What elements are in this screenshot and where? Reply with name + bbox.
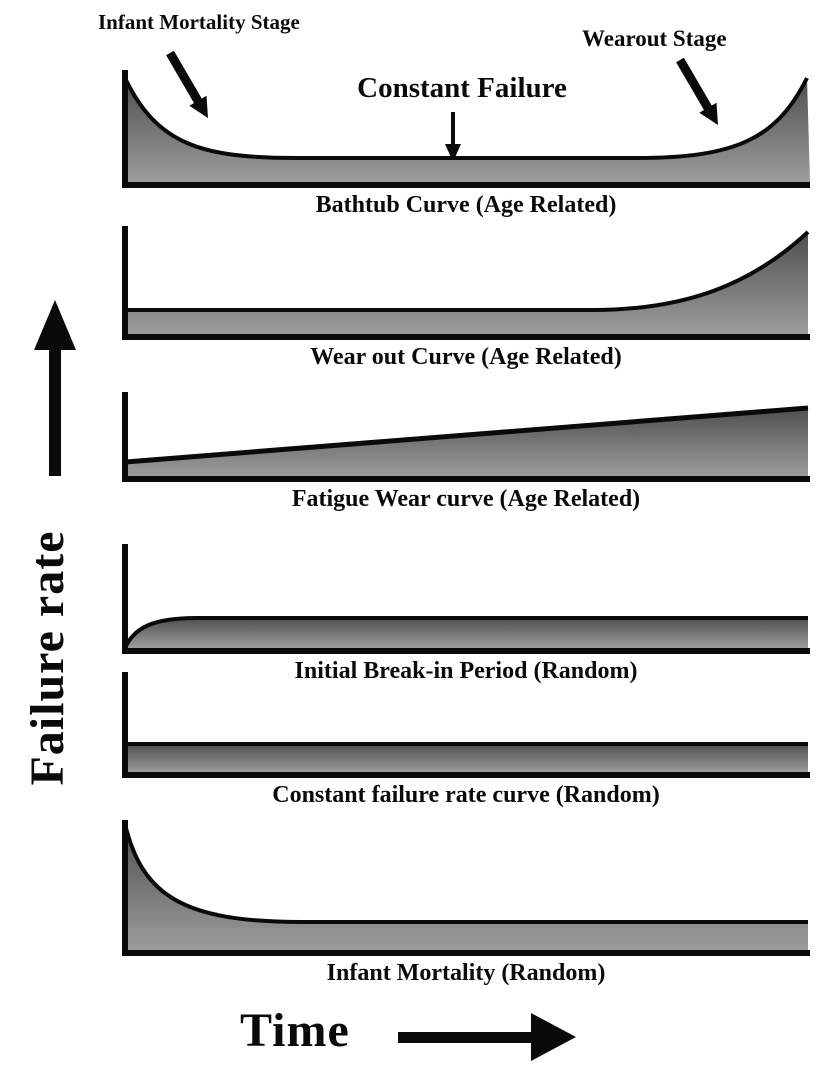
x-baseline — [122, 476, 810, 482]
y-axis-tick — [122, 226, 128, 340]
curve-fill — [125, 408, 808, 476]
x-baseline — [122, 334, 810, 340]
y-axis-tick — [122, 544, 128, 654]
time-arrow-icon — [398, 1013, 576, 1061]
panel-caption-constant-failure: Constant failure rate curve (Random) — [272, 782, 660, 808]
annotation-wearout-stage: Wearout Stage — [582, 26, 727, 51]
y-axis-tick — [122, 820, 128, 956]
curve-fill — [125, 78, 810, 182]
fatigue-wear-curve-plot — [122, 392, 810, 482]
y-axis-tick — [122, 70, 128, 188]
y-axis-tick — [122, 672, 128, 778]
annotation-infant-mortality-stage: Infant Mortality Stage — [98, 10, 300, 34]
x-axis-label: Time — [240, 1004, 350, 1057]
panel-caption-fatigue-wear: Fatigue Wear curve (Age Related) — [291, 486, 641, 512]
curve-line — [124, 405, 809, 465]
wearout-arrow-icon — [676, 57, 718, 125]
x-baseline — [122, 950, 810, 956]
x-baseline — [122, 772, 810, 778]
annotation-constant-failure: Constant Failure — [357, 72, 567, 104]
panel-caption-infant-mortality: Infant Mortality (Random) — [326, 960, 606, 986]
break-in-curve-plot — [122, 544, 810, 654]
infant-mortality-curve-plot — [122, 820, 810, 956]
constant-failure-curve-plot — [122, 672, 810, 778]
x-baseline — [122, 182, 810, 188]
y-axis-label: Failure rate — [21, 530, 74, 786]
curve-fill — [125, 232, 808, 334]
y-axis-arrow-icon — [34, 300, 76, 476]
curve-fill — [125, 824, 808, 950]
curve-fill — [125, 744, 808, 772]
bathtub-curve-plot — [122, 70, 810, 188]
infant-mortality-arrow-icon — [166, 50, 208, 118]
wear-out-curve-plot — [122, 226, 810, 340]
curve-line — [125, 230, 810, 312]
curve-line — [123, 616, 808, 649]
constant-failure-arrow-icon — [445, 112, 461, 162]
panel-caption-break-in: Initial Break-in Period (Random) — [294, 658, 638, 684]
curve-line — [123, 77, 809, 160]
y-axis-tick — [122, 392, 128, 482]
curve-fill — [125, 618, 808, 648]
x-baseline — [122, 648, 810, 654]
panel-caption-wear-out: Wear out Curve (Age Related) — [310, 344, 622, 370]
curve-line — [123, 823, 808, 924]
panel-caption-bathtub: Bathtub Curve (Age Related) — [315, 192, 617, 218]
